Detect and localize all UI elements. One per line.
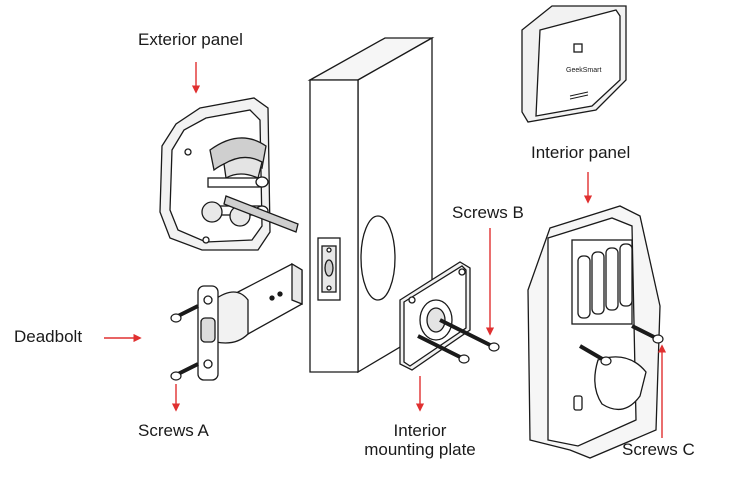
label-screws-b: Screws B <box>452 203 524 222</box>
interior-mounting-plate <box>399 261 471 371</box>
screws-a <box>170 304 199 381</box>
label-interior-mounting-plate-line1: Interior <box>393 421 447 440</box>
label-screws-c: Screws C <box>622 440 695 459</box>
screws-b <box>417 318 500 364</box>
label-interior-mounting-plate-line2: mounting plate <box>364 440 476 459</box>
label-deadbolt: Deadbolt <box>14 327 83 346</box>
brand-text: GeekSmart <box>566 67 601 74</box>
interior-panel-cover <box>521 5 627 123</box>
door-slab <box>307 36 435 374</box>
label-exterior-panel: Exterior panel <box>138 30 243 49</box>
label-screws-a: Screws A <box>138 421 209 440</box>
deadbolt <box>197 262 303 381</box>
exterior-panel <box>159 97 299 251</box>
interior-panel-body <box>527 205 661 459</box>
label-interior-panel: Interior panel <box>531 143 631 162</box>
callout-arrows <box>104 62 667 438</box>
screws-c <box>578 324 664 366</box>
label-interior-mounting-plate: Interior mounting plate <box>350 421 490 459</box>
